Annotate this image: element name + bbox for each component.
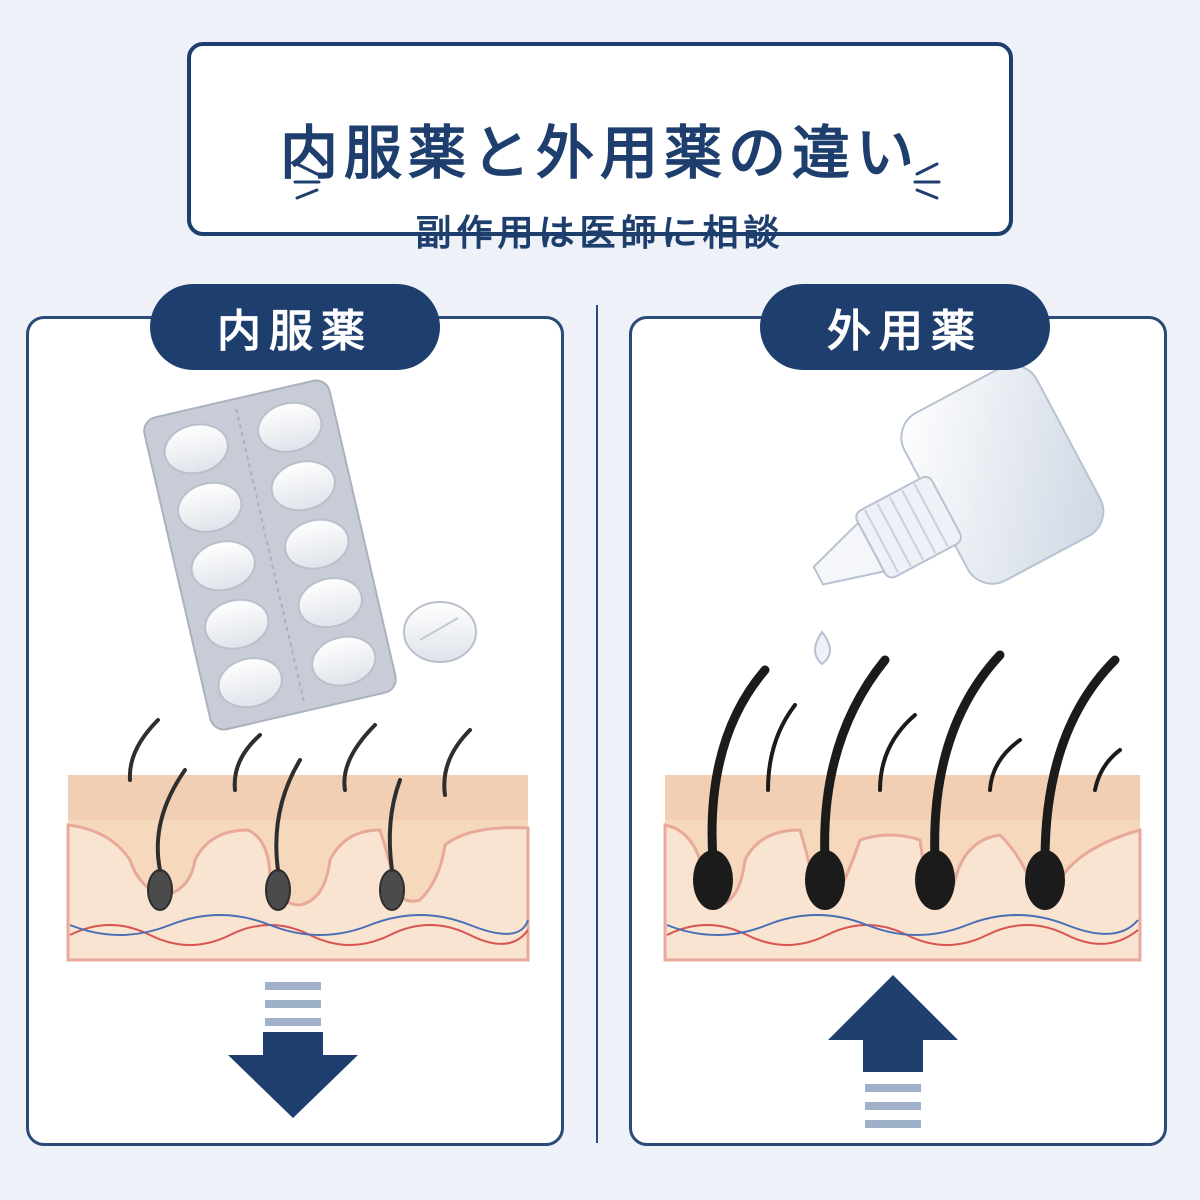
tablet-blister-pack-icon [143,379,477,731]
emphasis-lines-left-icon [293,162,321,200]
scalp-cross-section-thick-icon [663,650,1142,962]
arrow-down-icon [228,982,358,1118]
page-subtitle: 副作用は医師に相談 [415,213,785,254]
center-divider [596,305,598,1143]
arrow-up-icon [828,975,958,1128]
oral-medicine-label: 内服薬 [150,284,440,370]
topical-medicine-label: 外用薬 [760,284,1050,370]
scalp-cross-section-thin-icon [66,718,530,962]
dropper-bottle-icon [812,364,1105,666]
emphasis-lines-right-icon [913,162,941,200]
title-box: 内服薬と外用薬の違い 副作用は医師に相談 [187,42,1013,254]
page-title: 内服薬と外用薬の違い [279,119,920,187]
